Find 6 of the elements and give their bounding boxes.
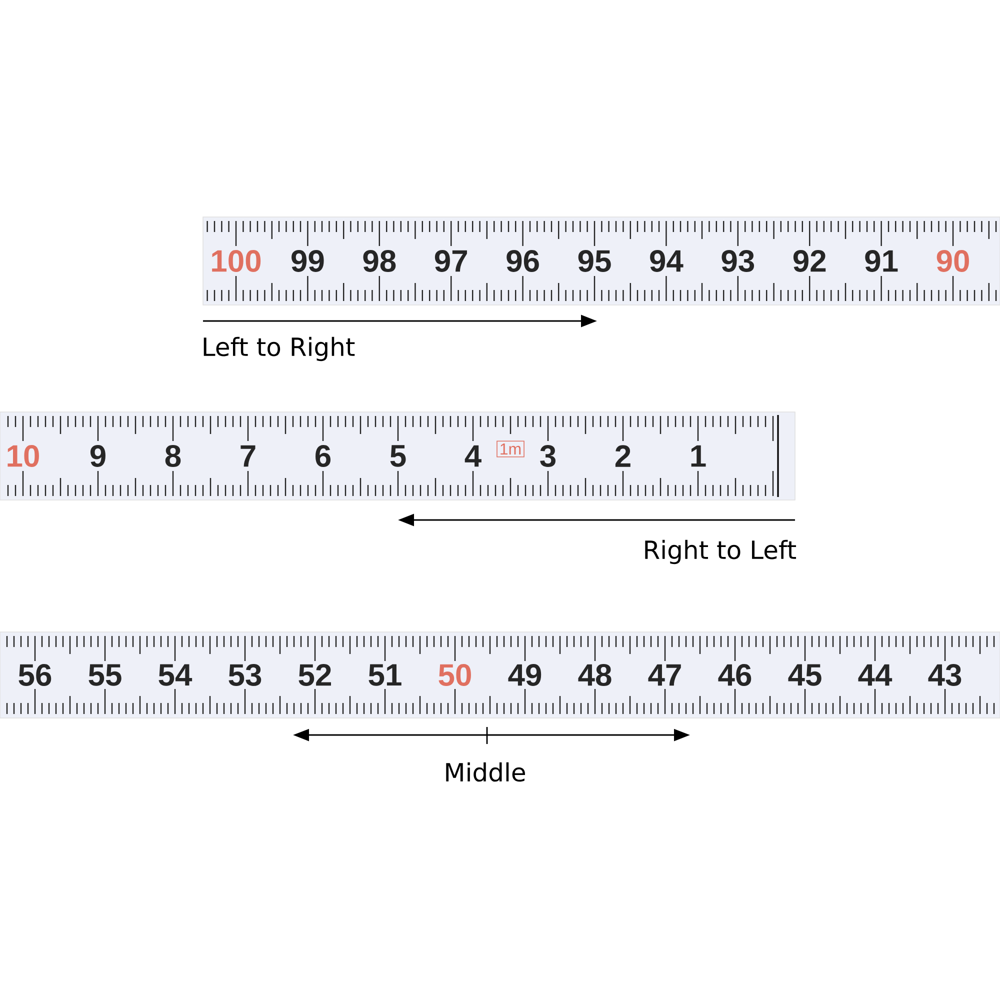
tape-measure: 56 55 54 53 52 51 50 49 48 47 46 45 44 43 bbox=[0, 632, 1000, 718]
direction-label: Right to Left bbox=[645, 540, 796, 564]
direction-label: Middle bbox=[446, 762, 525, 782]
direction-label: Left to Right bbox=[204, 336, 355, 362]
tape-measure: 10 9 8 7 6 5 4 1m 3 2 1 bbox=[0, 412, 796, 500]
tape-measure: 100 99 98 97 96 95 94 93 92 91 90 bbox=[202, 216, 1000, 306]
